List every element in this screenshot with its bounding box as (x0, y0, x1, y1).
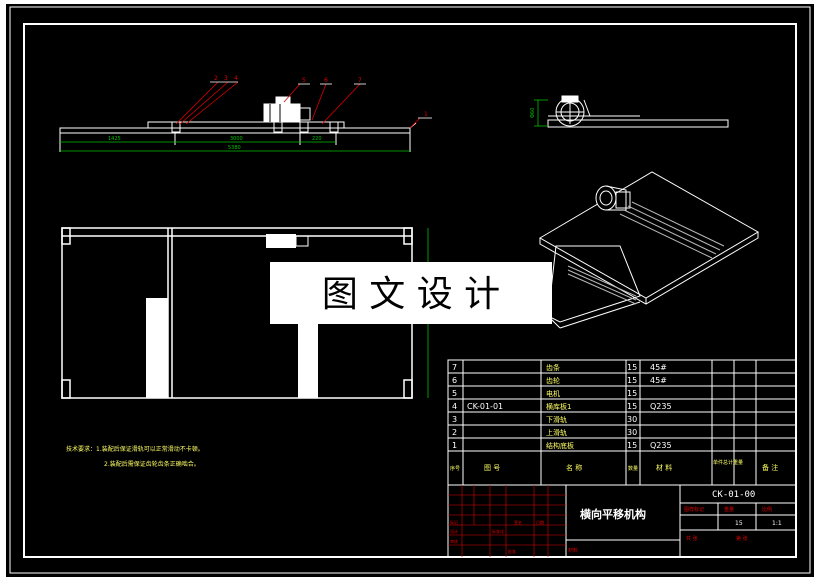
weight-label: 重量 (724, 506, 734, 513)
bom-header: 序号 图 号 名 称 数量 材 料 单件总计重量 备 注 (450, 459, 778, 472)
bom-header-name: 名 称 (566, 463, 582, 472)
side-dim-label: Φ60 (530, 108, 536, 118)
bom-cell-material: 45# (650, 363, 667, 372)
front-dimension-labels: 1425 3000 220 5380 (108, 136, 322, 151)
bom-cell-qty: 15 (627, 376, 637, 385)
motor (263, 96, 311, 123)
bom-cell-no: 4 (452, 402, 457, 411)
scale-value: 1:1 (772, 520, 782, 527)
page-label: 第 张 (736, 535, 748, 542)
bom-cell-qty: 30 (627, 415, 637, 424)
bom-header-qty: 数量 (628, 465, 638, 472)
side-view (547, 95, 729, 128)
date-label: 日期 (536, 519, 544, 525)
bom-header-no: 序号 (450, 465, 460, 472)
front-dimensions (60, 141, 410, 152)
bom-cell-no: 2 (452, 428, 457, 437)
bom-cell-qty: 15 (627, 402, 637, 411)
front-view (59, 96, 417, 152)
title-block-text: CK-01-00 横向平移机构 图样标记 重量 比例 15 1:1 共 张 第 … (450, 490, 782, 554)
design-label: 设计 (450, 528, 458, 534)
balloon-6: 6 (324, 77, 328, 84)
review-label: 审核 (450, 538, 458, 544)
bom-cell-qty: 30 (627, 428, 637, 437)
bom-cell-qty: 15 (627, 363, 637, 372)
upper-rail (147, 121, 345, 129)
bom-header-weight: 单件总计重量 (713, 459, 743, 466)
bom-cell-code: CK-01-01 (467, 402, 503, 411)
scale-label: 比例 (762, 506, 772, 513)
balloon-1: 1 (424, 111, 428, 118)
bom-cell-qty: 15 (627, 389, 637, 398)
sheet-label: 共 张 (686, 535, 698, 542)
dim-5380: 5380 (228, 145, 241, 151)
outer-border (9, 6, 811, 574)
balloon-2: 2 (214, 75, 218, 82)
plan-rail-right (298, 324, 318, 398)
watermark-box (270, 262, 552, 324)
bom-cell-no: 1 (452, 441, 457, 450)
bom-cell-no: 6 (452, 376, 457, 385)
bom-cell-material: Q235 (650, 402, 672, 411)
bom-cell-no: 7 (452, 363, 457, 372)
bom-cell-material: 45# (650, 376, 667, 385)
standard-label: 标准化 (492, 528, 504, 534)
bom-cell-no: 5 (452, 389, 457, 398)
bom-cell-name: 横库板1 (546, 402, 571, 411)
inner-frame (23, 23, 797, 558)
stage-label: 图样标记 (684, 506, 704, 513)
mark-label: 标记 (450, 519, 458, 525)
front-leaders (175, 81, 432, 129)
iso-motor (595, 185, 631, 211)
bom-cell-name: 齿轮 (546, 376, 560, 385)
plan-solids (146, 234, 318, 398)
drawing-title: 横向平移机构 (580, 507, 646, 521)
bom-cell-name: 结构底板 (546, 441, 574, 450)
front-balloon-labels: 2 3 4 5 6 7 1 (214, 75, 428, 118)
balloon-4: 4 (234, 75, 238, 82)
bom-cell-name: 齿条 (546, 363, 560, 372)
tech-notes: 技术要求：1.装配后保证滑轨可以正常滑动不卡顿。 2.装配后需保证齿轮齿条正确啮… (66, 445, 204, 468)
tech-notes-heading: 技术要求：1.装配后保证滑轨可以正常滑动不卡顿。 (66, 445, 204, 453)
bom-header-remark: 备 注 (762, 463, 778, 472)
dim-1425: 1425 (108, 136, 121, 142)
approve-label: 批准 (508, 548, 516, 554)
dim-220: 220 (312, 136, 322, 142)
sheet-count: 15 (735, 520, 743, 527)
balloon-5: 5 (302, 77, 306, 84)
bom-table (447, 359, 797, 486)
bom-cell-no: 3 (452, 415, 457, 424)
bom-cell-qty: 15 (627, 441, 637, 450)
balloon-7: 7 (358, 77, 362, 84)
watermark-text: 图 文 设 计 (322, 274, 500, 315)
dim-3000: 3000 (230, 136, 243, 142)
side-plate (547, 119, 729, 128)
side-dimension (534, 99, 548, 127)
bom-header-code: 图 号 (484, 464, 500, 472)
iso-racks (567, 201, 725, 305)
bom-cell-material: Q235 (650, 441, 672, 450)
title-block (447, 484, 797, 558)
balloon-3: 3 (224, 75, 228, 82)
drawing-number: CK-01-00 (712, 490, 755, 500)
signature-label: 签名 (514, 519, 522, 525)
tech-notes-line2: 2.装配后需保证齿轮齿条正确啮合。 (104, 460, 200, 468)
bom-cell-name: 下滑轨 (546, 415, 567, 424)
material-label: 材料 (568, 547, 578, 554)
bom-header-material: 材 料 (656, 463, 672, 472)
plan-motor (266, 234, 296, 248)
bom-cell-name: 上滑轨 (546, 428, 567, 437)
plan-rail-left (146, 298, 168, 398)
bom-cell-name: 电机 (546, 389, 560, 398)
